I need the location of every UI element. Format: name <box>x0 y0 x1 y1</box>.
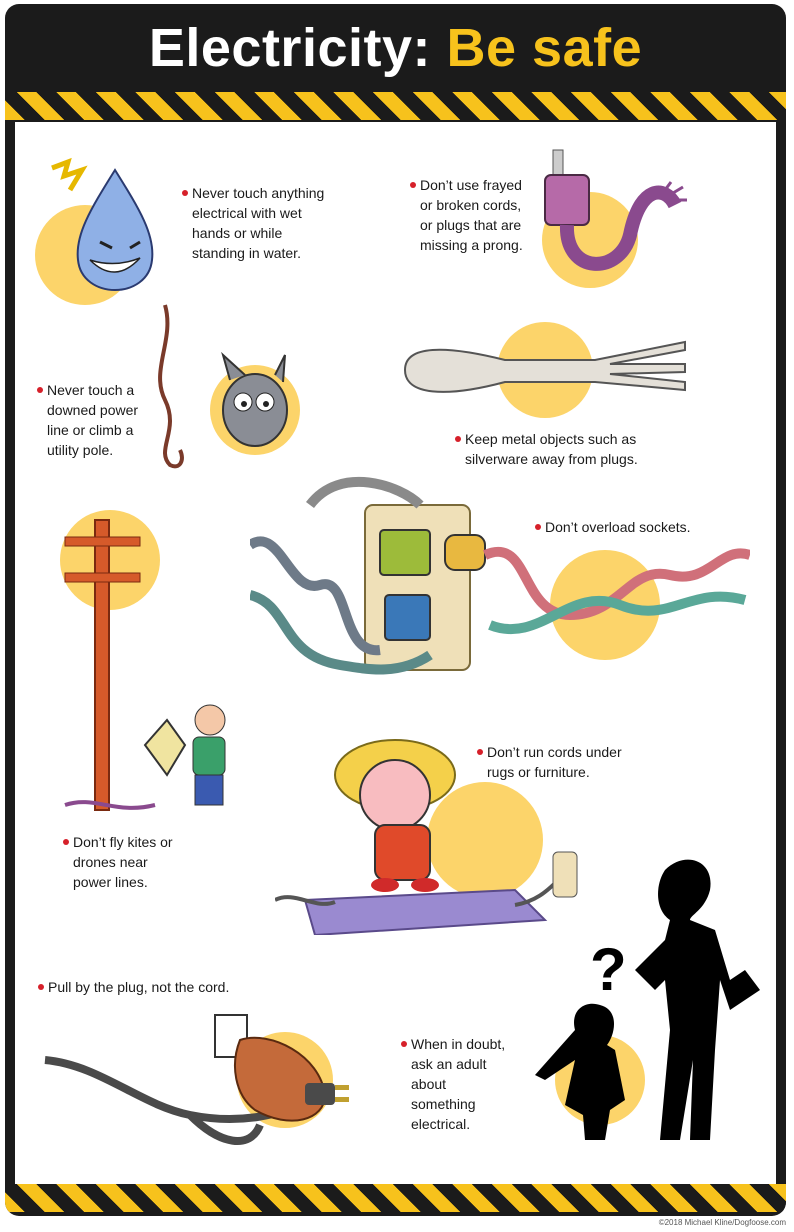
bullet-icon <box>38 984 44 990</box>
fork-icon <box>403 322 686 418</box>
hazard-stripe-top <box>5 92 786 120</box>
bullet-icon <box>410 182 416 188</box>
overloaded-socket-icon <box>250 476 750 675</box>
frayed-plug-icon <box>542 149 687 288</box>
tip-downed-power-line: Never touch a downed power line or climb… <box>37 380 138 460</box>
copyright-notice: ©2018 Michael Kline/Dogfoose.com <box>658 1218 786 1227</box>
bullet-icon <box>477 749 483 755</box>
bullet-icon <box>535 524 541 530</box>
kid-on-rug-icon <box>275 739 578 935</box>
tip-metal-objects: Keep metal objects such as silverware aw… <box>455 429 638 469</box>
tip-frayed-cords: Don’t use frayed or broken cords, or plu… <box>410 175 523 255</box>
bullet-icon <box>182 190 188 196</box>
tip-ask-an-adult: When in doubt, ask an adult about someth… <box>401 1034 505 1134</box>
downed-wire-cat-icon <box>158 304 300 469</box>
poster-title: Electricity: Be safe <box>5 16 786 80</box>
bullet-icon <box>37 387 43 393</box>
tip-cords-under-rugs: Don’t run cords under rugs or furniture. <box>477 742 622 782</box>
tip-kites-drones: Don’t fly kites or drones near power lin… <box>63 832 173 892</box>
bullet-icon <box>455 436 461 442</box>
title-main: Electricity: <box>148 18 431 78</box>
utility-pole-kite-icon <box>60 510 226 811</box>
svg-text:?: ? <box>590 936 627 1003</box>
tip-overload-sockets: Don’t overload sockets. <box>535 517 691 537</box>
adult-child-silhouette-icon: ? <box>535 859 760 1140</box>
water-drop-icon <box>35 157 154 305</box>
title-accent: Be safe <box>446 18 643 78</box>
bullet-icon <box>401 1041 407 1047</box>
hand-pulling-plug-icon <box>44 1014 349 1145</box>
bullet-icon <box>63 839 69 845</box>
tip-pull-by-plug: Pull by the plug, not the cord. <box>38 977 229 997</box>
tip-wet-hands: Never touch anything electrical with wet… <box>182 183 324 263</box>
hazard-stripe-bottom <box>5 1184 786 1212</box>
